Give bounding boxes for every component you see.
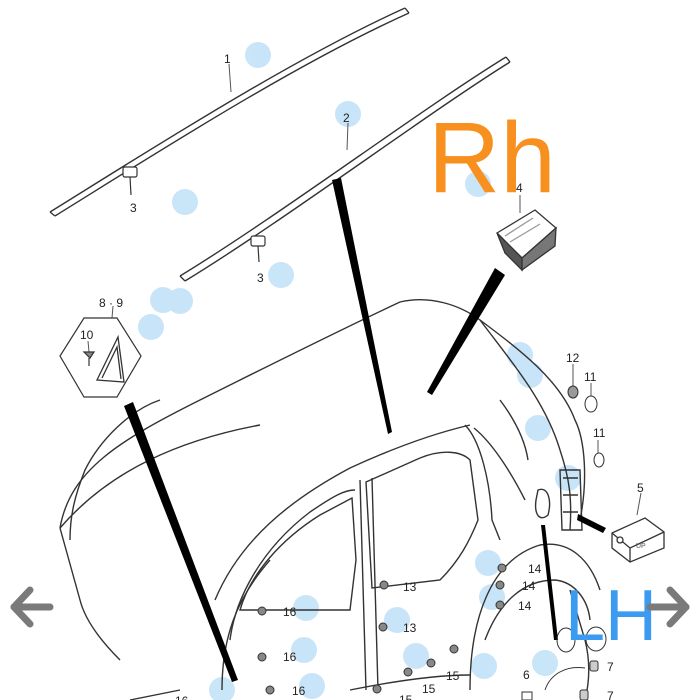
callout-8-9: 8 · 9 <box>99 296 123 310</box>
prev-button[interactable] <box>10 586 54 628</box>
callout-13a: 13 <box>403 580 417 594</box>
callout-labels: 1 2 3 3 4 5 8 · 9 10 12 11 11 13 13 14 1… <box>80 52 644 700</box>
callout-16a: 16 <box>283 605 297 619</box>
callout-11a: 11 <box>584 370 597 384</box>
callout-14b: 14 <box>522 579 536 593</box>
highlight-dots <box>138 42 581 700</box>
arrow-right-icon <box>646 586 690 628</box>
roof-rail-lh[interactable] <box>179 56 511 282</box>
callout-5: 5 <box>637 481 644 495</box>
callout-16b: 16 <box>283 650 297 664</box>
leader-lines <box>87 63 642 516</box>
callout-15b: 15 <box>446 669 460 683</box>
rail-clip-upper[interactable] <box>122 166 138 196</box>
callout-15a: 15 <box>422 682 436 696</box>
callout-2: 2 <box>343 111 350 125</box>
callout-14c: 14 <box>518 599 532 613</box>
next-button[interactable] <box>646 586 690 628</box>
callout-12: 12 <box>566 351 580 365</box>
grommet-11a[interactable] <box>584 395 598 413</box>
rh-label: Rh <box>428 102 556 214</box>
callout-7a: 7 <box>607 660 614 674</box>
pointer-wedges <box>124 178 606 682</box>
screw[interactable] <box>82 351 96 366</box>
clip-7a[interactable] <box>589 660 599 672</box>
callout-16d: 16 <box>175 694 189 700</box>
callout-14a: 14 <box>528 562 542 576</box>
rail-clip-lower[interactable] <box>250 235 266 263</box>
grommet-11b[interactable] <box>593 452 605 468</box>
quarter-trim-inset <box>59 317 142 398</box>
quarter-trim[interactable] <box>95 334 125 383</box>
callout-1: 1 <box>224 52 231 66</box>
plug-12[interactable] <box>567 385 579 399</box>
clip-7b[interactable] <box>579 689 589 700</box>
callout-10: 10 <box>80 328 94 342</box>
clip-6[interactable] <box>521 666 586 700</box>
callout-11b: 11 <box>593 426 606 440</box>
callout-3-lower: 3 <box>257 271 264 285</box>
part-outline-lh <box>556 626 607 653</box>
roof-rail-rh[interactable] <box>49 7 410 217</box>
callout-13b: 13 <box>403 621 417 635</box>
arrow-left-icon <box>10 586 54 628</box>
control-unit-upper[interactable] <box>495 209 557 272</box>
control-unit-lower[interactable]: UP <box>611 517 665 563</box>
callout-7b: 7 <box>607 689 614 700</box>
lh-label: LH <box>565 576 657 656</box>
callout-3-upper: 3 <box>130 201 137 215</box>
callout-16c: 16 <box>292 684 306 698</box>
plug-symbols <box>257 563 507 695</box>
callout-6: 6 <box>523 668 530 682</box>
callout-4: 4 <box>516 181 523 195</box>
callout-15c: 15 <box>399 693 413 700</box>
svg-text:UP: UP <box>636 543 646 550</box>
